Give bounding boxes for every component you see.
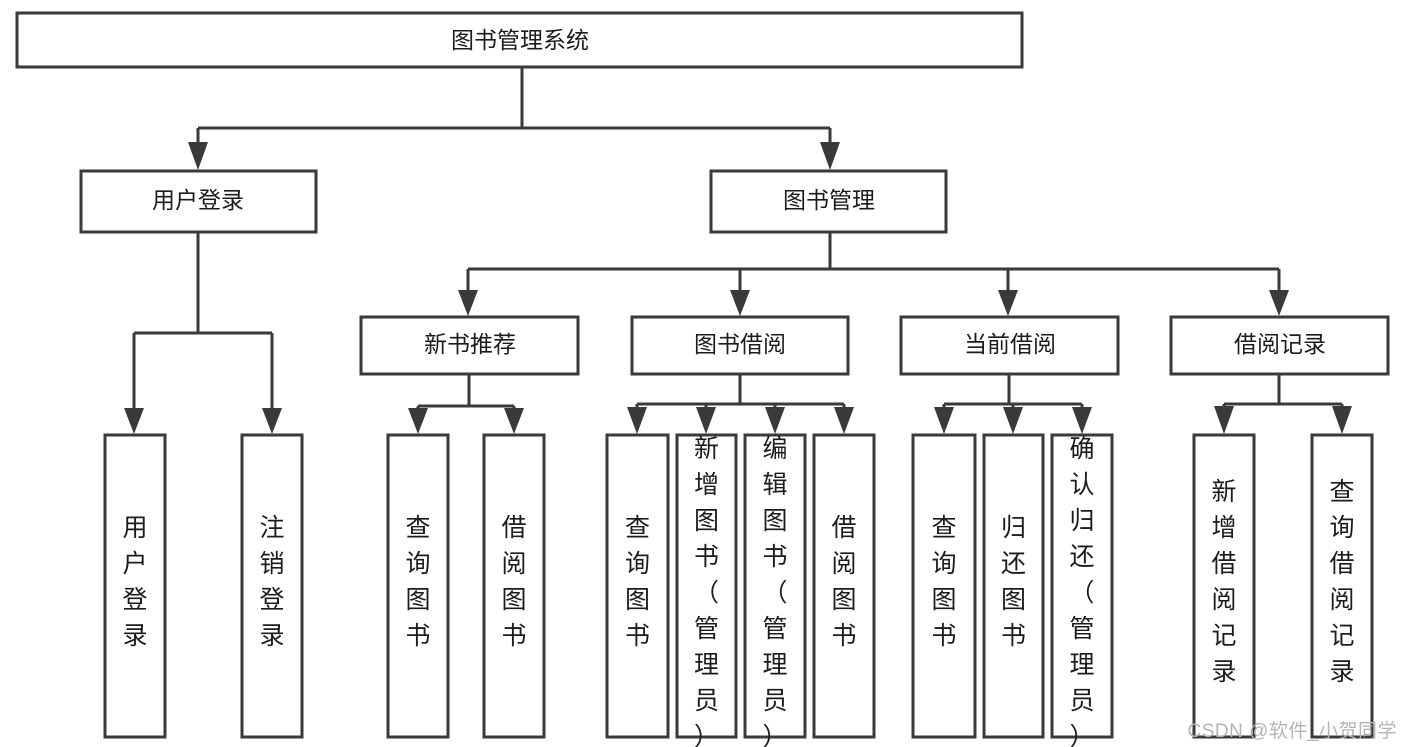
node-leaf-query-book-2-box[interactable] xyxy=(605,433,670,739)
arrow-head-icon xyxy=(124,408,144,434)
node-layer: 图书管理系统 用户登录 图书管理 新书推荐 图书借阅 当前 xyxy=(15,11,1390,747)
node-leaf-borrow-book-1-box[interactable] xyxy=(482,433,546,739)
arrow-head-icon xyxy=(408,408,428,434)
node-root-box[interactable] xyxy=(15,11,1024,69)
arrow-head-icon xyxy=(188,142,208,170)
arrow-head-icon xyxy=(1072,407,1092,434)
arrow-head-icon xyxy=(1269,290,1289,316)
node-book-management-box[interactable] xyxy=(709,169,948,234)
node-book-borrow-label: 图书借阅 xyxy=(694,331,786,357)
csdn-watermark: CSDN @软件_小贺同学 xyxy=(1187,721,1397,742)
node-leaf-query-book-3-label: 查询图书 xyxy=(931,514,956,650)
node-leaf-add-book-admin[interactable]: 新增图书（管理员） xyxy=(675,433,738,747)
node-leaf-confirm-return-admin[interactable]: 确认归还（管理员） xyxy=(1050,433,1114,747)
node-leaf-add-borrow-record[interactable]: 新增借阅记录 xyxy=(1192,433,1256,739)
arrow-head-icon xyxy=(262,408,282,434)
node-root[interactable]: 图书管理系统 xyxy=(15,11,1024,69)
node-leaf-borrow-book-2-box[interactable] xyxy=(812,433,876,739)
node-leaf-add-book-admin-box[interactable] xyxy=(675,433,738,739)
node-borrow-record[interactable]: 借阅记录 xyxy=(1169,315,1390,376)
node-leaf-logout[interactable]: 注销登录 xyxy=(240,433,304,739)
node-user-login[interactable]: 用户登录 xyxy=(79,169,318,234)
node-leaf-query-borrow-record[interactable]: 查询借阅记录 xyxy=(1310,433,1374,739)
node-leaf-user-login[interactable]: 用户登录 xyxy=(103,433,167,739)
node-leaf-query-borrow-record-label: 查询借阅记录 xyxy=(1329,478,1354,686)
node-leaf-edit-book-admin-label: 编辑图书（管理员） xyxy=(762,435,787,747)
node-book-management-label: 图书管理 xyxy=(783,187,875,213)
node-leaf-query-book-2[interactable]: 查询图书 xyxy=(605,433,670,739)
node-leaf-query-book-3-box[interactable] xyxy=(911,433,977,739)
node-leaf-return-book-box[interactable] xyxy=(982,433,1045,739)
arrow-head-icon xyxy=(458,290,478,316)
node-leaf-add-borrow-record-label: 新增借阅记录 xyxy=(1211,478,1236,686)
arrow-head-icon xyxy=(820,142,840,170)
node-leaf-user-login-box[interactable] xyxy=(103,433,167,739)
node-new-book-recommend[interactable]: 新书推荐 xyxy=(359,315,580,376)
node-leaf-user-login-label: 用户登录 xyxy=(122,514,147,650)
arrow-head-icon xyxy=(696,407,716,434)
node-leaf-query-book-3[interactable]: 查询图书 xyxy=(911,433,977,739)
node-user-login-box[interactable] xyxy=(79,169,318,234)
node-leaf-query-book-1-label: 查询图书 xyxy=(405,514,430,650)
node-leaf-return-book-label: 归还图书 xyxy=(1001,514,1026,650)
node-leaf-confirm-return-admin-label: 确认归还（管理员） xyxy=(1069,435,1094,747)
node-new-book-recommend-box[interactable] xyxy=(359,315,580,376)
node-leaf-edit-book-admin-box[interactable] xyxy=(743,433,807,739)
arrow-head-icon xyxy=(1332,406,1352,434)
arrow-head-icon xyxy=(934,407,954,434)
node-new-book-recommend-label: 新书推荐 xyxy=(424,331,516,357)
node-leaf-borrow-book-1-label: 借阅图书 xyxy=(501,514,526,650)
node-leaf-return-book[interactable]: 归还图书 xyxy=(982,433,1045,739)
node-leaf-borrow-book-2[interactable]: 借阅图书 xyxy=(812,433,876,739)
node-leaf-borrow-book-1[interactable]: 借阅图书 xyxy=(482,433,546,739)
arrow-head-icon xyxy=(765,407,785,434)
node-leaf-query-book-2-label: 查询图书 xyxy=(625,514,650,650)
arrow-head-icon xyxy=(504,408,524,434)
node-leaf-query-book-1[interactable]: 查询图书 xyxy=(386,433,450,739)
arrow-head-icon xyxy=(1214,406,1234,434)
node-leaf-confirm-return-admin-box[interactable] xyxy=(1050,433,1114,739)
node-leaf-edit-book-admin[interactable]: 编辑图书（管理员） xyxy=(743,433,807,747)
arrow-head-icon xyxy=(834,407,854,434)
node-book-borrow[interactable]: 图书借阅 xyxy=(630,315,850,376)
node-leaf-logout-label: 注销登录 xyxy=(259,514,284,650)
node-leaf-query-borrow-record-box[interactable] xyxy=(1310,433,1374,739)
node-leaf-borrow-book-2-label: 借阅图书 xyxy=(831,514,856,650)
arrow-head-icon xyxy=(627,407,647,434)
node-borrow-record-label: 借阅记录 xyxy=(1234,331,1326,357)
arrow-head-icon xyxy=(730,290,750,316)
node-leaf-add-book-admin-label: 新增图书（管理员） xyxy=(694,435,719,747)
node-current-borrow[interactable]: 当前借阅 xyxy=(899,315,1120,376)
node-leaf-add-borrow-record-box[interactable] xyxy=(1192,433,1256,739)
connector-layer xyxy=(124,67,1352,434)
node-book-borrow-box[interactable] xyxy=(630,315,850,376)
node-current-borrow-box[interactable] xyxy=(899,315,1120,376)
node-borrow-record-box[interactable] xyxy=(1169,315,1390,376)
arrow-head-icon xyxy=(998,290,1018,316)
node-current-borrow-label: 当前借阅 xyxy=(964,331,1056,357)
node-user-login-label: 用户登录 xyxy=(152,187,244,213)
arrow-head-icon xyxy=(1003,407,1023,434)
node-root-label: 图书管理系统 xyxy=(451,27,589,53)
node-leaf-logout-box[interactable] xyxy=(240,433,304,739)
node-leaf-query-book-1-box[interactable] xyxy=(386,433,450,739)
node-book-management[interactable]: 图书管理 xyxy=(709,169,948,234)
